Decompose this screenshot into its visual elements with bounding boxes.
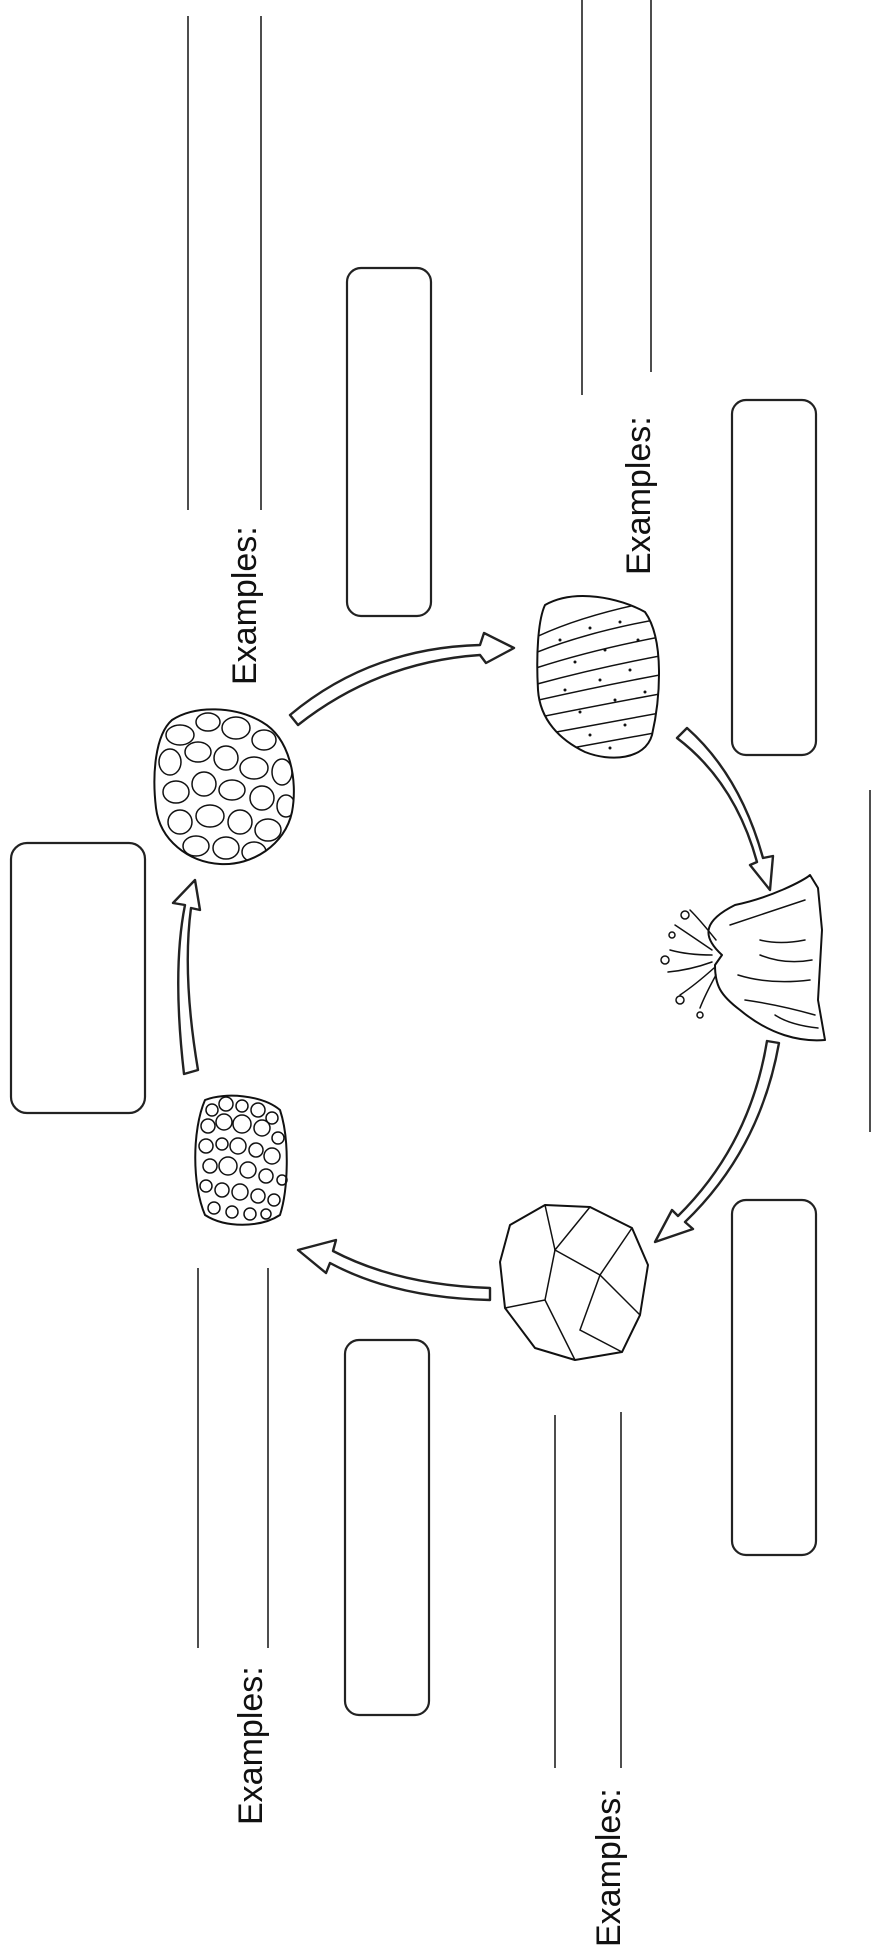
answer-lines-bottom-left[interactable] — [197, 1268, 269, 1648]
label-box-bottom[interactable] — [343, 1338, 431, 1717]
igneous-rock-icon — [499, 1204, 649, 1361]
label-box-top[interactable] — [345, 266, 433, 618]
examples-label-top-right: Examples: — [620, 416, 658, 575]
label-box-right-top[interactable] — [730, 398, 818, 757]
sediment-pebbles-icon — [194, 1094, 288, 1226]
label-box-left[interactable] — [9, 841, 147, 1115]
sedimentary-rock-icon — [153, 708, 295, 866]
examples-label-top-left: Examples: — [226, 526, 264, 685]
cycle-arrow-right-upper — [675, 726, 775, 892]
label-box-right-bottom[interactable] — [730, 1198, 818, 1557]
answer-lines-bottom-right[interactable] — [554, 1412, 622, 1768]
answer-lines-top-left[interactable] — [187, 16, 262, 510]
metamorphic-rock-icon — [536, 595, 660, 759]
examples-label-bottom-right: Examples: — [590, 1788, 628, 1947]
cycle-arrow-bottom — [296, 1238, 492, 1302]
cycle-arrow-right-lower — [653, 1039, 781, 1244]
answer-lines-top-right[interactable] — [581, 0, 652, 395]
volcano-icon — [660, 874, 826, 1042]
cycle-arrow-left — [171, 878, 202, 1076]
examples-label-bottom-left: Examples: — [232, 1666, 270, 1825]
cycle-arrow-top — [288, 631, 516, 727]
